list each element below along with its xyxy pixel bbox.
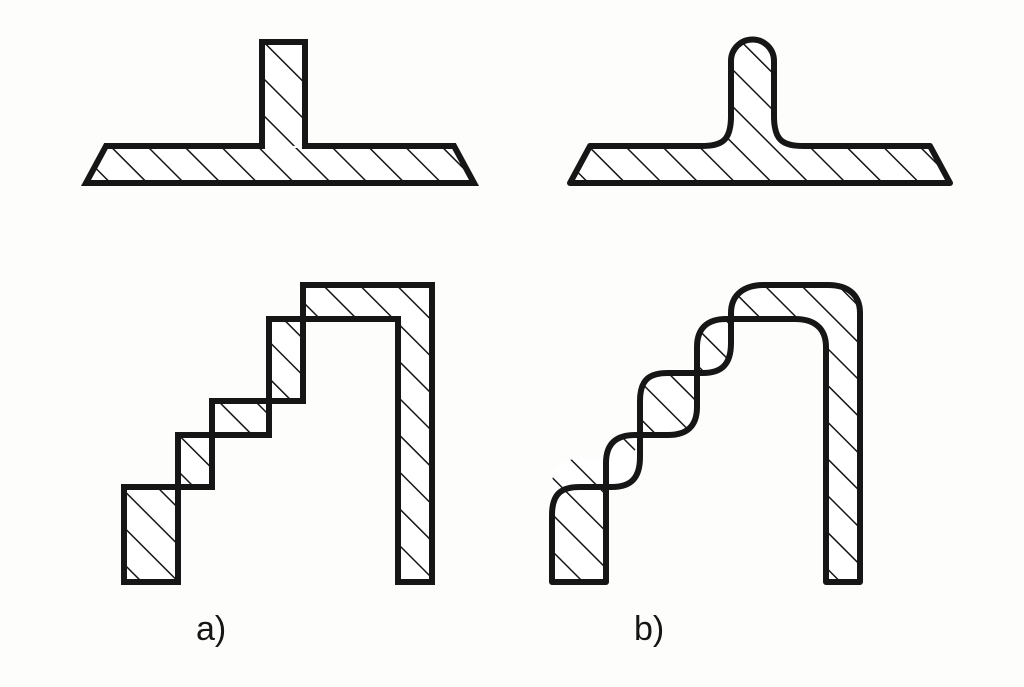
panel-b-filleted-sections bbox=[549, 36, 953, 585]
figure-label-b: b) bbox=[634, 610, 665, 648]
rib-section-b bbox=[701, 39, 804, 146]
panel-a-sharp-sections bbox=[80, 39, 480, 585]
plate-hatching-a bbox=[86, 146, 474, 183]
t-joint-sharp bbox=[80, 39, 480, 186]
t-joint-outline-a bbox=[80, 39, 480, 186]
rib-hatching-a bbox=[262, 42, 305, 146]
t-joint-outline-b bbox=[567, 36, 953, 186]
rib-section-a bbox=[262, 42, 305, 148]
t-joint-filleted bbox=[567, 36, 953, 186]
plate-section-a bbox=[86, 146, 474, 183]
stepped-profile-sharp bbox=[121, 282, 435, 585]
stepped-profile-rounded bbox=[549, 282, 863, 585]
plate-section-b bbox=[570, 146, 950, 183]
rib-hatching-b bbox=[701, 39, 804, 146]
figure-label-a: a) bbox=[196, 610, 227, 648]
stepped-outline-a bbox=[121, 282, 435, 585]
stepped-outline-b bbox=[549, 282, 863, 585]
plate-hatching-b bbox=[570, 146, 950, 183]
